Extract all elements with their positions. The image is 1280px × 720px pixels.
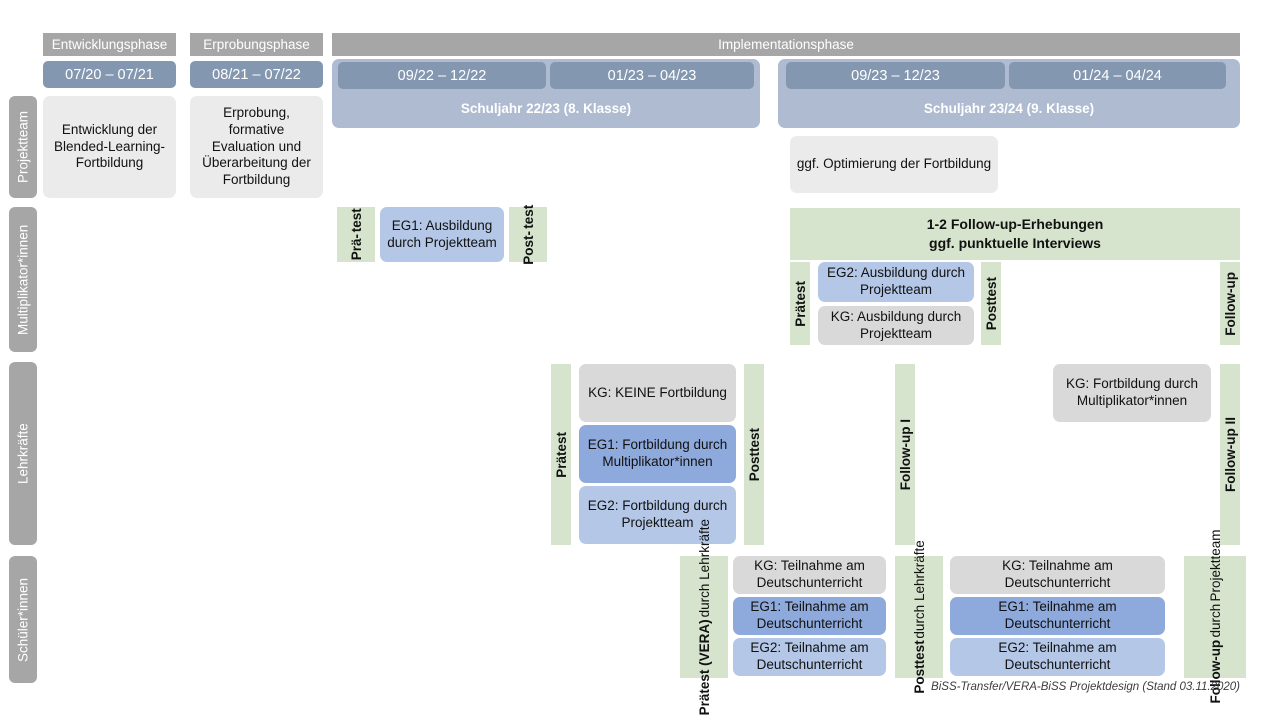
card-eg1-fortbildung-multiplikatoren: EG1: Fortbildung durch Multiplikator*inn… <box>579 425 736 483</box>
praetest-lehrkraefte: Prätest <box>551 364 571 545</box>
card-text: KG: Ausbildung durch Projektteam <box>830 308 962 341</box>
posttest-schuelerinnen: Posttest durch Lehrkräfte <box>895 540 943 694</box>
period-label: 01/24 – 04/24 <box>1073 67 1162 84</box>
schoolyear-label-text: Schuljahr 23/24 (9. Klasse) <box>923 100 1095 116</box>
card-text: EG1: Teilnahme am Deutschunterricht <box>750 599 869 631</box>
row-label-multiplikatorinnen: Multiplikator*innen <box>9 207 37 352</box>
followup-label: Follow-up I <box>897 418 913 491</box>
period-label: 07/20 – 07/21 <box>65 66 154 83</box>
card-text: EG2: Ausbildung durch Projektteam <box>826 265 966 297</box>
card-eg2-ausbildung-projektteam-2023: EG2: Ausbildung durch Projektteam <box>818 262 974 302</box>
followup-sub2-label: Projektteam <box>1207 530 1223 603</box>
card-eg2-fortbildung-projektteam: EG2: Fortbildung durch Projektteam <box>579 486 736 544</box>
row-label-text: Projektteam <box>15 110 31 184</box>
row-label-lehrkraefte: Lehrkräfte <box>9 362 37 545</box>
period-chip-0123-0423: 01/23 – 04/23 <box>550 62 754 89</box>
posttest-multiplikatoren-2023: Posttest <box>981 262 1001 345</box>
praetest-multiplikatoren-2022: Prä- test <box>337 207 375 262</box>
posttest-lehrkraefte: Posttest <box>744 364 764 545</box>
card-kg-keine-fortbildung: KG: KEINE Fortbildung <box>579 364 736 422</box>
card-text: Erprobung, formative Evaluation und Über… <box>202 104 311 188</box>
row-label-schuelerinnen: Schüler*innen <box>9 556 37 683</box>
card-eg2-teilnahme-deutschunterricht-2: EG2: Teilnahme am Deutschunterricht <box>950 638 1165 676</box>
period-chip-0720-0721: 07/20 – 07/21 <box>43 61 176 88</box>
praetest-sub-label: durch Lehrkräfte <box>696 518 712 618</box>
schoolyear-label-2324: Schuljahr 23/24 (9. Klasse) <box>778 91 1240 125</box>
footer-text: BiSS-Transfer/VERA-BiSS Projektdesign (S… <box>931 681 1240 693</box>
card-kg-teilnahme-deutschunterricht-2: KG: Teilnahme am Deutschunterricht <box>950 556 1165 594</box>
posttest-line2: test <box>520 204 536 229</box>
banner-line2: ggf. punktuelle Interviews <box>929 235 1101 251</box>
posttest-sub-label: durch Lehrkräfte <box>911 540 927 639</box>
card-text: EG2: Fortbildung durch Projektteam <box>587 498 728 530</box>
posttest-line1: Post- <box>520 230 536 265</box>
posttest-label: Posttest <box>746 427 762 482</box>
period-label: 09/22 – 12/22 <box>397 67 487 84</box>
praetest-line1: Prä- <box>348 234 364 261</box>
card-erprobung-evaluation: Erprobung, formative Evaluation und Über… <box>190 96 323 198</box>
card-kg-teilnahme-deutschunterricht-1: KG: Teilnahme am Deutschunterricht <box>733 556 886 594</box>
card-text: KG: Teilnahme am Deutschunterricht <box>1002 558 1113 590</box>
row-label-projektteam: Projektteam <box>9 96 37 198</box>
card-kg-ausbildung-projektteam-2023: KG: Ausbildung durch Projektteam <box>818 306 974 345</box>
schoolyear-label-2223: Schuljahr 22/23 (8. Klasse) <box>332 91 760 125</box>
card-text: Entwicklung der Blended-Learning-Fortbil… <box>53 121 166 171</box>
period-chip-0923-1223: 09/23 – 12/23 <box>786 62 1005 89</box>
banner-followup-erhebungen: 1-2 Follow-up-Erhebungen ggf. punktuelle… <box>790 208 1240 260</box>
card-text: EG2: Teilnahme am Deutschunterricht <box>998 640 1117 672</box>
schoolyear-group-2223: 09/22 – 12/22 01/23 – 04/23 Schuljahr 22… <box>332 59 760 128</box>
followup-sub1-label: durch <box>1207 604 1223 639</box>
card-optimierung-fortbildung: ggf. Optimierung der Fortbildung <box>790 136 998 193</box>
period-chip-0821-0722: 08/21 – 07/22 <box>190 61 323 88</box>
praetest-label: Prätest <box>553 431 569 478</box>
card-eg1-ausbildung-projektteam-2022: EG1: Ausbildung durch Projektteam <box>380 207 504 262</box>
praetest-vera-schuelerinnen: Prätest (VERA) durch Lehrkräfte <box>680 519 728 715</box>
followup-label: Follow-up <box>1222 271 1238 336</box>
row-label-text: Multiplikator*innen <box>15 224 31 335</box>
card-text: EG1: Ausbildung durch Projektteam <box>387 217 497 250</box>
phase-header-implementationsphase: Implementationsphase <box>332 33 1240 56</box>
phase-header-label: Entwicklungsphase <box>51 37 168 52</box>
followup-1-lehrkraefte: Follow-up I <box>895 364 915 545</box>
followup-2-lehrkraefte: Follow-up II <box>1220 364 1240 545</box>
period-chip-0922-1222: 09/22 – 12/22 <box>338 62 546 89</box>
praetest-multiplikatoren-2023: Prätest <box>790 262 810 345</box>
card-text: EG1: Fortbildung durch Multiplikator*inn… <box>587 437 728 469</box>
phase-header-erprobungsphase: Erprobungsphase <box>190 33 323 56</box>
banner-line1: 1-2 Follow-up-Erhebungen <box>926 216 1104 233</box>
posttest-multiplikatoren-2022: Post- test <box>509 204 547 265</box>
schoolyear-group-2324: 09/23 – 12/23 01/24 – 04/24 Schuljahr 23… <box>778 59 1240 128</box>
period-label: 01/23 – 04/23 <box>607 67 697 84</box>
phase-header-label: Implementationsphase <box>718 37 854 52</box>
posttest-label: Posttest <box>983 276 999 331</box>
card-eg2-teilnahme-deutschunterricht-1: EG2: Teilnahme am Deutschunterricht <box>733 638 886 676</box>
card-text: EG1: Teilnahme am Deutschunterricht <box>998 599 1117 631</box>
card-eg1-teilnahme-deutschunterricht-2: EG1: Teilnahme am Deutschunterricht <box>950 597 1165 635</box>
praetest-line2: test <box>348 208 364 233</box>
praetest-main-label: Prätest (VERA) <box>696 619 712 716</box>
card-eg1-teilnahme-deutschunterricht-1: EG1: Teilnahme am Deutschunterricht <box>733 597 886 635</box>
period-label: 09/23 – 12/23 <box>851 67 940 84</box>
praetest-label: Prätest <box>792 280 808 327</box>
period-label: 08/21 – 07/22 <box>212 66 301 83</box>
followup-schuelerinnen: Follow-up durch Projektteam <box>1184 530 1246 704</box>
card-text: KG: Teilnahme am Deutschunterricht <box>754 558 865 590</box>
phase-header-label: Erprobungsphase <box>203 37 310 52</box>
followup-label: Follow-up II <box>1222 417 1238 492</box>
period-chip-0124-0424: 01/24 – 04/24 <box>1009 62 1226 89</box>
card-kg-fortbildung-multiplikatoren-2023: KG: Fortbildung durch Multiplikator*inne… <box>1053 364 1211 422</box>
schoolyear-label-text: Schuljahr 22/23 (8. Klasse) <box>460 100 632 116</box>
card-text: ggf. Optimierung der Fortbildung <box>796 156 992 172</box>
phase-header-entwicklungsphase: Entwicklungsphase <box>43 33 176 56</box>
row-label-text: Schüler*innen <box>15 577 31 662</box>
followup-multiplikatoren: Follow-up <box>1220 262 1240 345</box>
row-label-text: Lehrkräfte <box>15 423 31 484</box>
card-text: KG: Fortbildung durch Multiplikator*inne… <box>1065 376 1199 408</box>
card-text: EG2: Teilnahme am Deutschunterricht <box>750 640 869 672</box>
footer-source-note: BiSS-Transfer/VERA-BiSS Projektdesign (S… <box>740 681 1240 699</box>
card-text: KG: KEINE Fortbildung <box>588 384 727 400</box>
card-entwicklung-fortbildung: Entwicklung der Blended-Learning-Fortbil… <box>43 96 176 198</box>
